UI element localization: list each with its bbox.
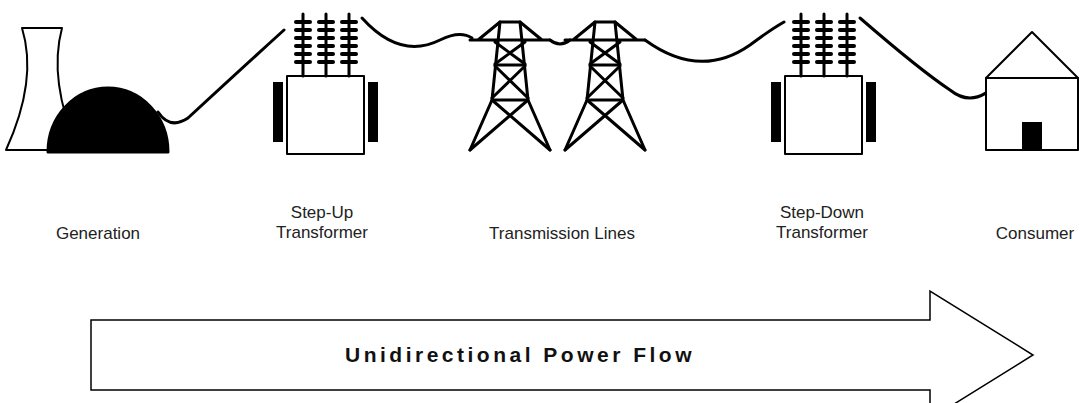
arrow-label: Unidirectional Power Flow <box>345 343 695 367</box>
house <box>986 32 1078 150</box>
wire <box>860 18 1000 98</box>
wire <box>645 22 784 61</box>
transmission-tower <box>565 22 645 150</box>
component-caption: Consumer <box>990 224 1080 244</box>
wire <box>158 30 284 123</box>
component-caption: Generation <box>28 224 168 244</box>
step-down-transformer <box>771 14 876 154</box>
transmission-tower <box>470 22 550 150</box>
flow-arrow: Unidirectional Power Flow <box>90 290 1035 403</box>
component-caption: Step-Down Transformer <box>757 203 887 243</box>
reactor-dome <box>48 88 168 152</box>
component-caption: Step-Up Transformer <box>262 203 382 243</box>
step-up-transformer <box>273 14 378 154</box>
component-caption: Transmission Lines <box>472 224 652 244</box>
wire <box>362 18 472 46</box>
